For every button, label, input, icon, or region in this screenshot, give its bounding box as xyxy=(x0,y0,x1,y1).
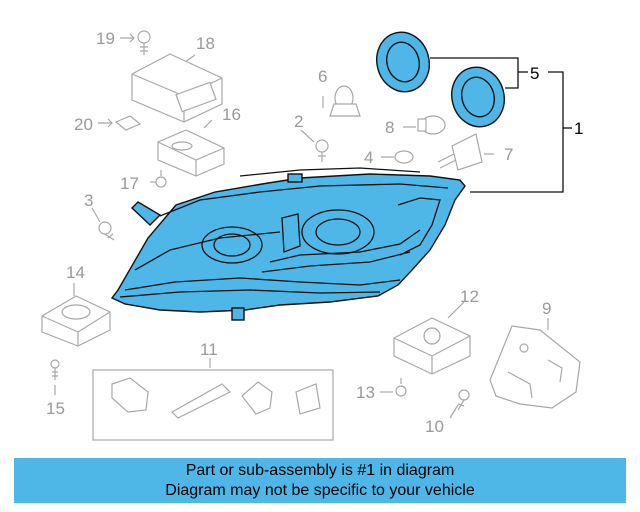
headlamp-assembly[interactable] xyxy=(110,167,466,321)
parts-diagram: 1 2 3 4 5 6 7 8 9 10 11 12 13 14 15 16 1… xyxy=(41,26,583,441)
banner-line-1: Part or sub-assembly is #1 in diagram xyxy=(185,462,455,479)
callout-6: 6 xyxy=(318,67,327,86)
bulb-4 xyxy=(394,150,414,164)
callout-18: 18 xyxy=(196,34,215,53)
callout-14: 14 xyxy=(66,263,85,282)
callout-1: 1 xyxy=(574,119,583,138)
screw-19 xyxy=(137,30,151,55)
headlamp-caps[interactable] xyxy=(370,26,511,132)
callout-8: 8 xyxy=(385,118,394,137)
callout-13: 13 xyxy=(356,383,375,402)
socket-7 xyxy=(437,133,483,171)
callout-2: 2 xyxy=(294,112,303,131)
callout-20: 20 xyxy=(74,115,93,134)
callout-10: 10 xyxy=(425,417,444,436)
control-unit-18 xyxy=(131,53,223,123)
leader-lines xyxy=(54,33,572,419)
info-banner: Part or sub-assembly is #1 in diagram Di… xyxy=(14,458,626,503)
bolt-13 xyxy=(395,378,407,397)
callout-16: 16 xyxy=(222,105,241,124)
callout-5: 5 xyxy=(530,64,539,83)
kit-box-11 xyxy=(92,369,334,441)
bolt-15 xyxy=(50,359,60,380)
callout-19: 19 xyxy=(96,29,115,48)
callout-9: 9 xyxy=(542,299,551,318)
screw-10 xyxy=(457,389,470,411)
bulb-6 xyxy=(329,85,361,117)
ballast-12 xyxy=(393,317,471,375)
callout-7: 7 xyxy=(504,145,513,164)
screw-17 xyxy=(155,170,167,188)
callout-17: 17 xyxy=(120,174,139,193)
callout-3: 3 xyxy=(84,191,93,210)
bulb-8 xyxy=(417,115,446,135)
bracket-20 xyxy=(114,115,142,131)
module-16 xyxy=(157,129,225,177)
module-14 xyxy=(41,295,111,347)
screw-2 xyxy=(315,139,329,162)
callout-15: 15 xyxy=(46,399,65,418)
screw-3 xyxy=(98,221,115,241)
bracket-9 xyxy=(489,325,581,409)
banner-line-2: Diagram may not be specific to your vehi… xyxy=(165,482,475,499)
callout-4: 4 xyxy=(364,148,373,167)
callout-11: 11 xyxy=(200,340,218,359)
callout-12: 12 xyxy=(460,287,479,306)
